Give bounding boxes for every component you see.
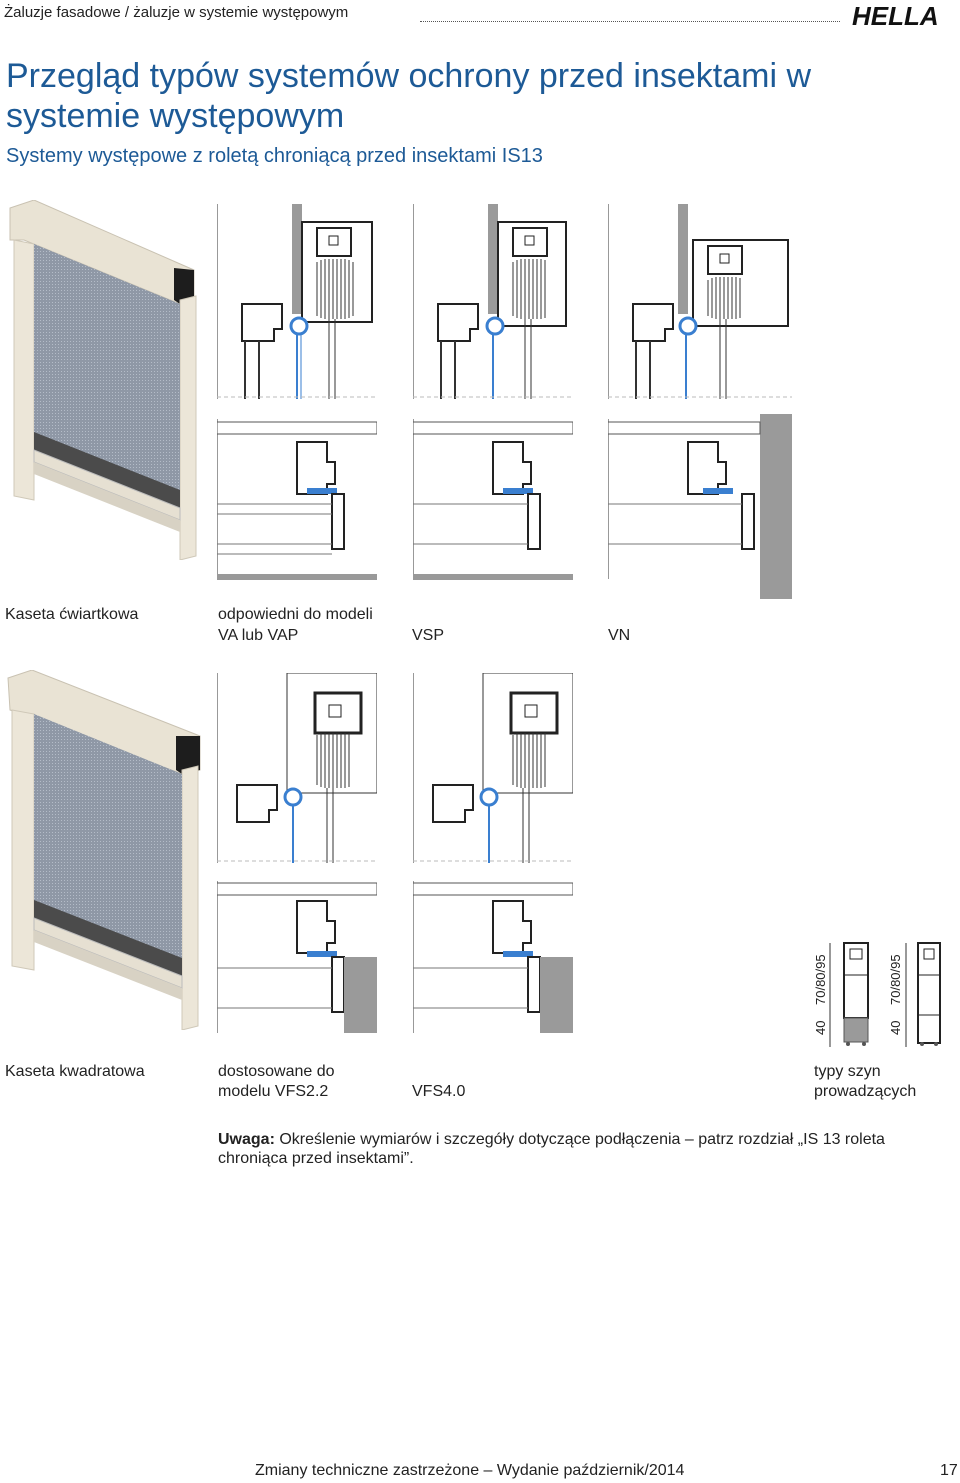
caption-square-cassette: Kaseta kwadratowa [5, 1063, 145, 1080]
header-rule [420, 21, 840, 22]
section-drawing-vfs22 [217, 673, 377, 1033]
quarter-cassette-image [9, 200, 197, 560]
caption-vsp: VSP [412, 627, 445, 644]
rail-label-sizes: 70/80/95 [813, 954, 828, 1005]
footer-text: Zmiany techniczne zastrzeżone – Wydanie … [255, 1462, 685, 1479]
note-text: Określenie wymiarów i szczegóły dotycząc… [218, 1131, 885, 1167]
section-drawing-va-vap [217, 204, 377, 580]
caption-va-vap-line1: odpowiedni do modeli [218, 606, 373, 623]
caption-quarter-cassette: Kaseta ćwiartkowa [5, 606, 139, 623]
hella-logo: HELLA [852, 1, 939, 30]
header-title: Żaluzje fasadowe / żaluzje w systemie wy… [4, 4, 349, 21]
page-subtitle: Systemy występowe z roletą chroniącą prz… [6, 145, 543, 167]
guide-rail-profile-2: 40 70/80/95 [888, 942, 941, 1047]
caption-rails-line2: prowadzących [814, 1083, 917, 1100]
page-number: 17 [940, 1462, 958, 1479]
caption-vfs22-line1: dostosowane do [218, 1063, 335, 1080]
rail-label-40: 40 [813, 1021, 828, 1035]
page-title: Przegląd typów systemów ochrony przed in… [6, 57, 811, 135]
logo-text: HELLA [852, 1, 939, 30]
rail-label-sizes-b: 70/80/95 [888, 954, 903, 1005]
square-cassette-image [7, 670, 201, 1030]
section-drawing-vsp [413, 204, 573, 580]
caption-rails-line1: typy szyn [814, 1063, 881, 1080]
caption-vn: VN [608, 627, 631, 644]
caption-vfs22-line2: modelu VFS2.2 [218, 1083, 329, 1100]
note-paragraph: Uwaga: Określenie wymiarów i szczegóły d… [218, 1130, 938, 1168]
note-label: Uwaga: [218, 1131, 275, 1148]
guide-rail-profile-1: 40 70/80/95 [813, 942, 869, 1047]
rail-label-40-b: 40 [888, 1021, 903, 1035]
caption-vfs40: VFS4.0 [412, 1083, 466, 1100]
caption-va-vap-line2: VA lub VAP [218, 627, 299, 644]
section-drawing-vn [608, 204, 792, 599]
section-drawing-vfs40 [413, 673, 573, 1033]
